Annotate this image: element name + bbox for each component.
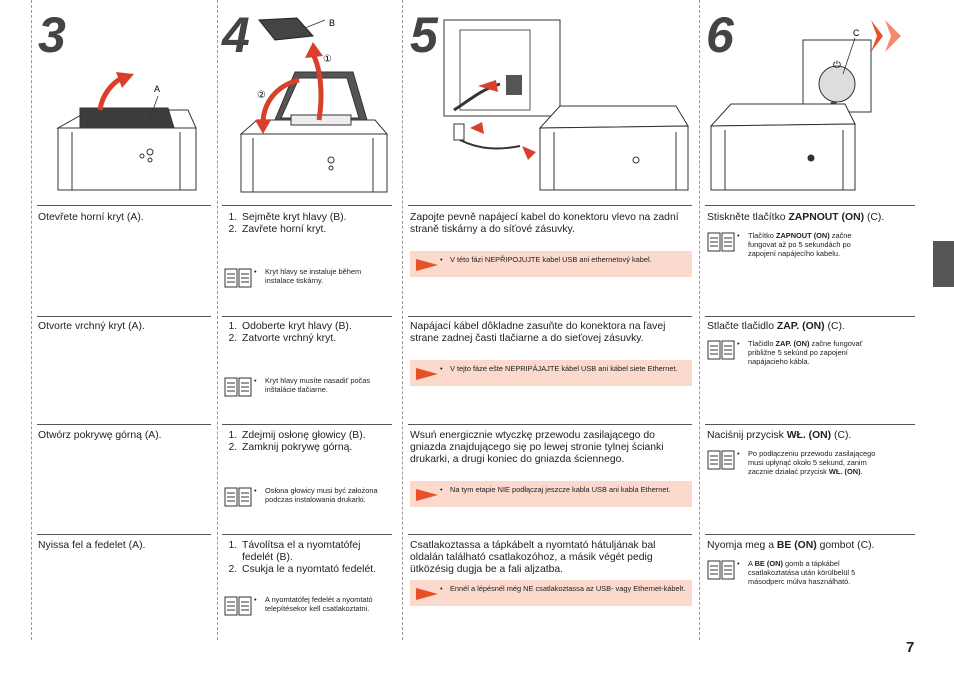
step6-note-hu: •A BE (ON) gomb a tápkábel csatlakoztatá… [737, 559, 856, 586]
step-number-3: 3 [38, 7, 66, 63]
row-rule [408, 316, 692, 317]
step6-text-pl: Naciśnij przycisk WŁ. (ON) (C). [707, 430, 852, 441]
row-rule [37, 534, 211, 535]
step4-text-sk: Odoberte kryt hlavy (B).Zatvorte vrchný … [224, 321, 392, 345]
step5-text-pl: Wsuń energicznie wtyczkę przewodu zasila… [410, 430, 664, 466]
step4-note-sk: •Kryt hlavy musíte nasadiť počas inštalá… [254, 376, 371, 394]
list-item: Zamknij pokrywę górną. [240, 442, 392, 454]
book-icon [707, 560, 735, 580]
power-icon: ⏻ [833, 60, 841, 71]
row-rule [705, 424, 915, 425]
step6-note-sk: •Tlačidlo ZAP. (ON) začne fungovať pribl… [737, 339, 863, 366]
step4-note-hu: •A nyomtatófej fedelét a nyomtató telepí… [254, 595, 373, 613]
step4-note-cs: •Kryt hlavy se instaluje během instalace… [254, 267, 362, 285]
step6-text-cs: Stiskněte tlačítko ZAPNOUT (ON) (C). [707, 212, 885, 223]
step3-text-sk: Otvorte vrchný kryt (A). [38, 321, 145, 332]
row-rule [408, 205, 692, 206]
book-icon [224, 596, 252, 616]
illustration-remove-head-cover: B ① ② [239, 17, 389, 193]
step3-text-cs: Otevřete horní kryt (A). [38, 212, 144, 223]
step5-warning-sk: •V tejto fáze ešte NEPRIPÁJAJTE kábel US… [410, 360, 692, 386]
list-item: Távolítsa el a nyomtatófej fedelét (B). [240, 540, 394, 564]
section-tab [933, 241, 954, 287]
illustration-connect-power-cable [443, 19, 689, 191]
list-item: Zdejmij osłonę głowicy (B). [240, 430, 392, 442]
warning-flag-icon [416, 489, 438, 501]
step-number-4: 4 [222, 7, 250, 63]
column-divider [217, 0, 218, 640]
book-icon [224, 268, 252, 288]
warning-flag-icon [416, 368, 438, 380]
next-chevron-icon [885, 20, 901, 52]
list-item: Zavřete horní kryt. [240, 224, 392, 236]
column-divider [402, 0, 403, 640]
book-icon [224, 487, 252, 507]
step4-note-pl: •Osłona głowicy musi być założona podcza… [254, 486, 378, 504]
row-rule [222, 205, 392, 206]
step5-warning-pl: •Na tym etapie NIE podłączaj jeszcze kab… [410, 481, 692, 507]
list-item: Zatvorte vrchný kryt. [240, 333, 392, 345]
warning-flag-icon [416, 588, 438, 600]
book-icon [707, 340, 735, 360]
book-icon [707, 232, 735, 252]
label-step-2: ② [257, 90, 266, 101]
row-rule [222, 534, 392, 535]
page-number: 7 [906, 639, 915, 656]
column-divider [31, 0, 32, 640]
book-icon [224, 377, 252, 397]
step4-text-cs: Sejměte kryt hlavy (B).Zavřete horní kry… [224, 212, 392, 236]
step5-text-sk: Napájací kábel dôkladne zasuňte do konek… [410, 321, 666, 345]
step5-warning-cs: •V této fázi NEPŘIPOJUJTE kabel USB ani … [410, 251, 692, 277]
list-item: Sejměte kryt hlavy (B). [240, 212, 392, 224]
step5-text-hu: Csatlakoztassa a tápkábelt a nyomtató há… [410, 540, 656, 576]
column-divider [699, 0, 700, 640]
book-icon [707, 450, 735, 470]
step6-note-pl: •Po podłączeniu przewodu zasilającego mu… [737, 449, 876, 476]
label-c: C [853, 28, 860, 38]
step5-warning-hu: •Ennél a lépésnél még NE csatlakoztassa … [410, 580, 692, 606]
step5-text-cs: Zapojte pevně napájecí kabel do konektor… [410, 212, 679, 236]
row-rule [222, 424, 392, 425]
list-item: Csukja le a nyomtató fedelét. [240, 564, 394, 576]
next-chevron-icon [871, 20, 883, 52]
step6-text-sk: Stlačte tlačidlo ZAP. (ON) (C). [707, 321, 845, 332]
step6-text-hu: Nyomja meg a BE (ON) gombot (C). [707, 540, 875, 551]
step3-text-pl: Otwórz pokrywę górną (A). [38, 430, 162, 441]
label-a: A [154, 84, 160, 94]
label-b: B [329, 18, 335, 28]
warning-flag-icon [416, 259, 438, 271]
step3-text-hu: Nyissa fel a fedelet (A). [38, 540, 146, 551]
step-number-5: 5 [410, 7, 438, 63]
row-rule [37, 316, 211, 317]
row-rule [705, 534, 915, 535]
step4-text-hu: Távolítsa el a nyomtatófej fedelét (B).C… [224, 540, 394, 577]
row-rule [705, 316, 915, 317]
row-rule [37, 205, 211, 206]
step4-text-pl: Zdejmij osłonę głowicy (B).Zamknij pokry… [224, 430, 392, 454]
list-item: Odoberte kryt hlavy (B). [240, 321, 392, 333]
row-rule [705, 205, 915, 206]
illustration-press-on-button: ⏻ C [709, 20, 901, 191]
row-rule [408, 424, 692, 425]
illustration-open-top-cover: A [56, 72, 197, 191]
label-step-1: ① [323, 54, 332, 65]
row-rule [408, 534, 692, 535]
step-number-6: 6 [706, 7, 734, 63]
step6-note-cs: •Tlačítko ZAPNOUT (ON) začne fungovat až… [737, 231, 852, 258]
row-rule [37, 424, 211, 425]
row-rule [222, 316, 392, 317]
